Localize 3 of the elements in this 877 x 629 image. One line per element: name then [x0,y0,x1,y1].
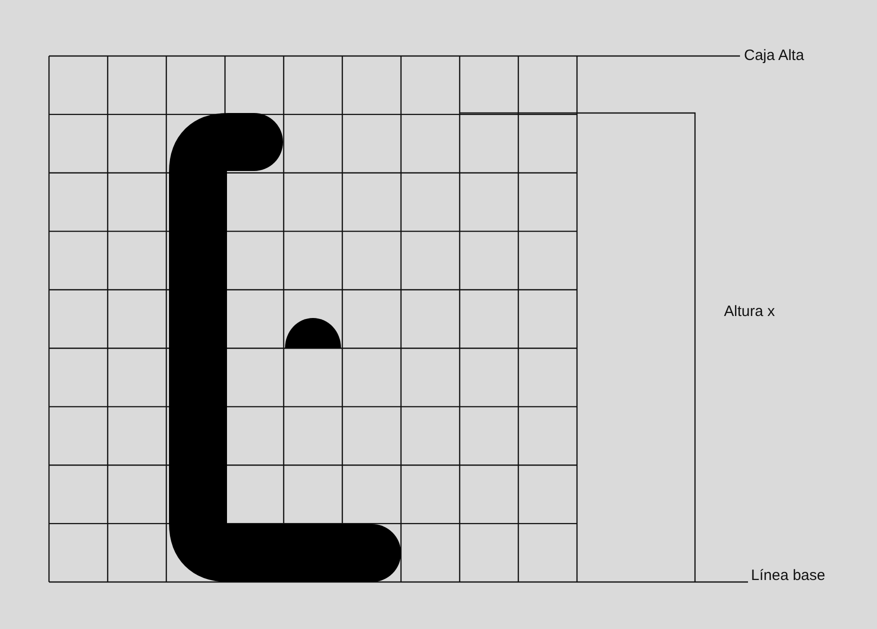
guide-label: Caja Alta [744,47,804,65]
guide-label: Línea base [751,567,826,585]
guide-label: Altura x [724,303,775,321]
